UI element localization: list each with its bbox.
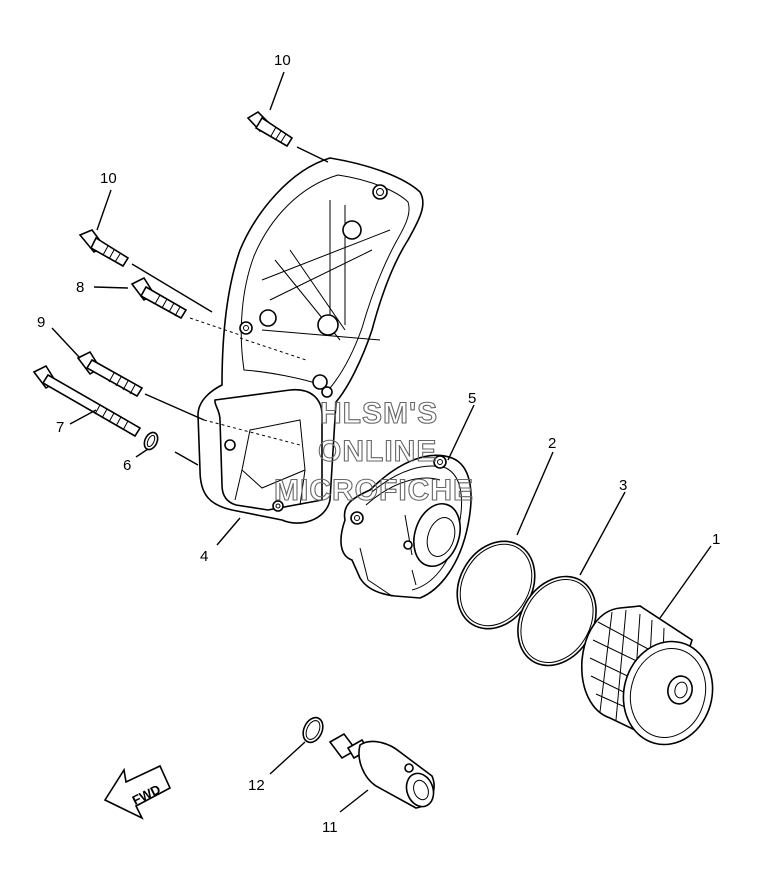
relief-valve-part-11	[328, 732, 435, 809]
callout-1: 1	[712, 531, 720, 548]
watermark: HLSM'S ONLINE MICROFICHE	[273, 396, 474, 507]
watermark-line-2: ONLINE	[318, 435, 437, 468]
callout-5: 5	[468, 390, 476, 407]
callout-10-lower: 10	[100, 170, 117, 187]
callout-3: 3	[619, 477, 627, 494]
callout-9: 9	[37, 314, 45, 331]
callout-4: 4	[200, 548, 208, 565]
bolt-part-8	[130, 276, 307, 361]
bolt-part-7	[32, 364, 199, 466]
forward-direction-badge: FWD	[103, 764, 172, 820]
watermark-line-1: HLSM'S	[320, 397, 438, 430]
callout-labels: 1 2 3 4 5 6 7 8 9 10 10 11 12	[37, 52, 720, 836]
callout-12: 12	[248, 777, 265, 794]
callout-8: 8	[76, 279, 84, 296]
callout-11: 11	[322, 819, 338, 836]
bolt-part-9	[76, 350, 301, 446]
housing-cover-part-4	[197, 157, 424, 524]
oil-filter-element-part-1	[581, 605, 714, 746]
small-o-ring-part-6	[143, 431, 159, 451]
filter-housing-part-5	[340, 454, 472, 599]
bolt-part-10-upper	[246, 110, 329, 163]
callout-2: 2	[548, 435, 556, 452]
callout-7: 7	[56, 419, 64, 436]
leader-lines	[51, 71, 712, 813]
bolt-part-10-lower	[78, 229, 213, 313]
small-o-ring-part-12	[302, 716, 324, 744]
callout-6: 6	[123, 457, 131, 474]
watermark-line-3: MICROFICHE	[274, 474, 474, 507]
callout-10-upper: 10	[274, 52, 291, 69]
